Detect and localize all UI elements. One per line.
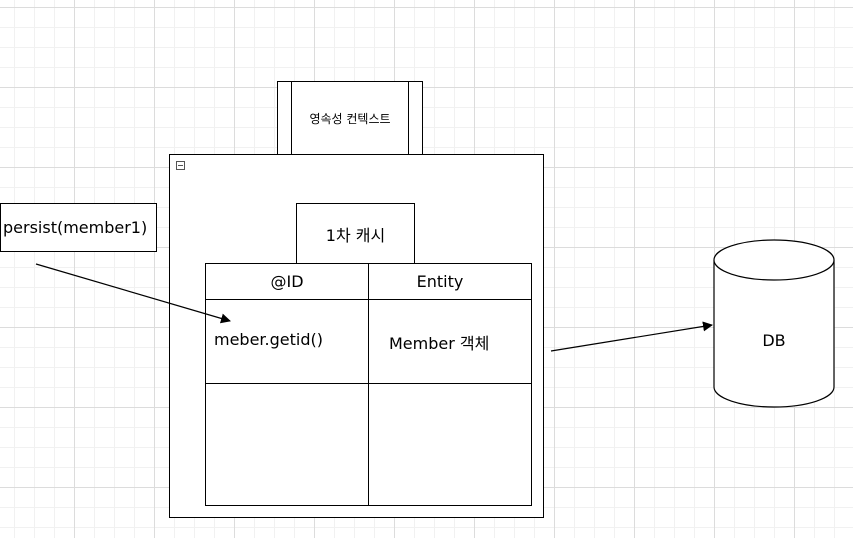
flush-to-db-arrow xyxy=(550,321,713,352)
column-header-entity: Entity xyxy=(416,272,464,291)
collapse-icon[interactable] xyxy=(176,161,185,170)
table-header-divider xyxy=(205,299,532,300)
first-level-cache-title: 1차 캐시 xyxy=(296,203,415,264)
database-label: DB xyxy=(762,330,786,350)
persistence-context-tab: 영속성 컨텍스트 xyxy=(277,81,423,155)
column-header-id: @ID xyxy=(270,272,304,291)
table-cell-entity: Member 객체 xyxy=(389,334,490,353)
table-column-divider xyxy=(368,263,369,506)
persistence-context-label: 영속성 컨텍스트 xyxy=(291,81,409,155)
persist-call-box: persist(member1) xyxy=(0,203,157,252)
table-cell-id: meber.getid() xyxy=(214,330,323,349)
table-row-divider xyxy=(205,383,532,384)
